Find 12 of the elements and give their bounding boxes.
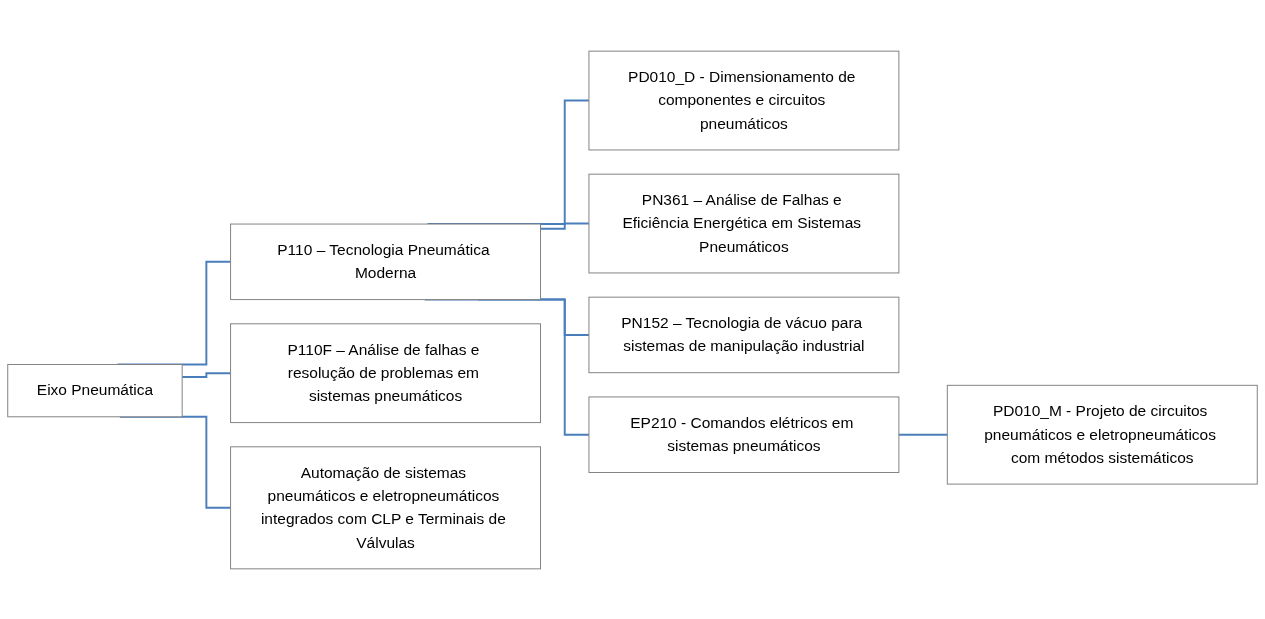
node-box: P110 – Tecnologia Pneumática Moderna bbox=[230, 223, 541, 300]
connector bbox=[539, 222, 590, 230]
node-box: PN361 – Análise de Falhas e Eficiência Energética em Sistemas Pneumáticos bbox=[588, 173, 900, 273]
connector bbox=[181, 371, 232, 378]
connector bbox=[897, 433, 949, 436]
node-box: EP210 - Comandos elétricos em sistemas pneumáticos bbox=[588, 395, 900, 473]
node-box: Eixo Pneumática bbox=[7, 363, 183, 417]
node-box: PD010_D - Dimensionamento de componentes e circuitos pneumáticos bbox=[588, 50, 900, 150]
node-box: PN152 – Tecnologia de vácuo para sistemas de manipulação industrial bbox=[588, 296, 900, 373]
node-box: P110F – Análise de falhas e resolução de problemas em sistemas pneumáticos bbox=[230, 322, 541, 423]
node-box: PD010_M - Projeto de circuitos pneumáticos e eletropneumáticos com métodos sistemáticos bbox=[946, 384, 1258, 485]
node-box: Automação de sistemas pneumáticos e eletropneumáticos integrados com CLP e Terminais de Válvulas bbox=[230, 445, 541, 569]
